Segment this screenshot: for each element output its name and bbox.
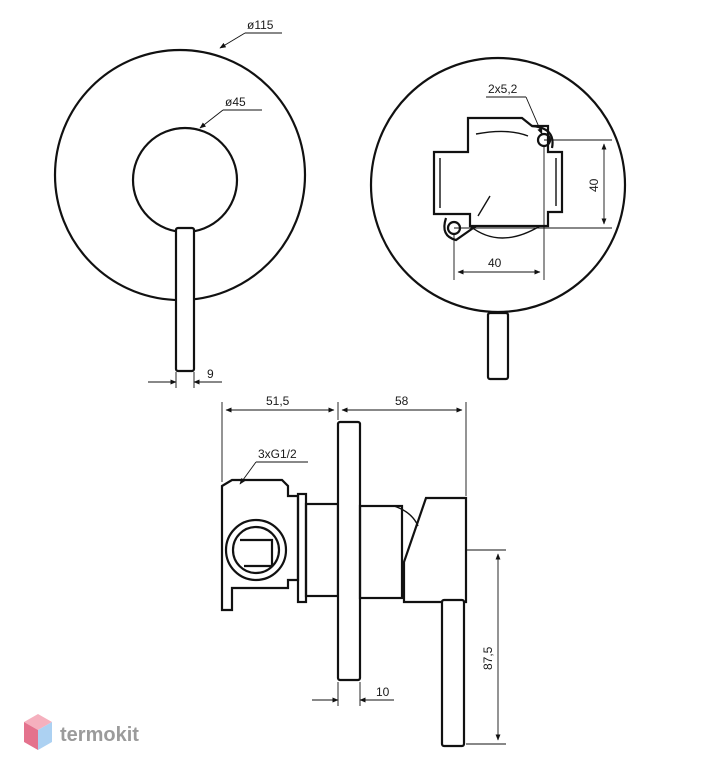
- body-depth-label: 51,5: [266, 394, 290, 408]
- handle-diameter-label: ø45: [225, 95, 246, 109]
- watermark: termokit: [24, 714, 139, 750]
- vspacing-label: 40: [587, 178, 601, 192]
- logo-face-right: [38, 722, 52, 750]
- outlet-ring-inner: [231, 525, 281, 575]
- handle-depth-label: 58: [395, 394, 409, 408]
- lever-length-label: 87,5: [481, 646, 495, 670]
- rear-lever-outline: [486, 311, 510, 381]
- side-view: 51,5 58 3xG1/2 87,5 10: [220, 394, 506, 748]
- lever-side: [440, 598, 466, 748]
- handle-neck: [358, 504, 404, 600]
- cover-plate-side: [336, 420, 362, 682]
- connections-label: 3xG1/2: [258, 447, 297, 461]
- watermark-brand: termokit: [60, 724, 139, 746]
- plate-diameter-label: ø115: [247, 18, 274, 32]
- plate-thickness-label: 10: [376, 685, 390, 699]
- cartridge-bottom-curve: [469, 225, 541, 239]
- mount-ear-bottom: [443, 217, 477, 242]
- handle-diameter-leader: [199, 109, 224, 129]
- lever-outline: [174, 226, 196, 373]
- valve-flange: [296, 492, 308, 604]
- mount-ear-top: [531, 124, 554, 149]
- handle-side: [402, 496, 468, 604]
- rear-view: 2x5,2 40 40: [369, 56, 627, 381]
- mount-holes-leader: [525, 96, 543, 135]
- handle-neck-curve: [393, 505, 419, 527]
- cartridge-inner-lines: [439, 158, 557, 208]
- front-view: ø115 ø45 9: [53, 18, 307, 388]
- hspacing-label: 40: [488, 256, 502, 270]
- outlet-insert: [240, 538, 274, 568]
- cartridge-slot: [477, 195, 491, 217]
- watermark-logo-icon: [24, 714, 52, 750]
- handle-knob-outline: [131, 126, 239, 234]
- body-sleeve: [304, 502, 340, 598]
- cartridge-body: [432, 116, 564, 228]
- logo-face-left: [24, 722, 38, 750]
- outlet-ring-outer: [224, 518, 288, 582]
- mount-holes-label: 2x5,2: [488, 82, 518, 96]
- connections-leader: [239, 461, 257, 485]
- cartridge-top-curve: [475, 130, 529, 137]
- plate-diameter-leader: [219, 32, 246, 49]
- lever-width-label: 9: [207, 367, 214, 381]
